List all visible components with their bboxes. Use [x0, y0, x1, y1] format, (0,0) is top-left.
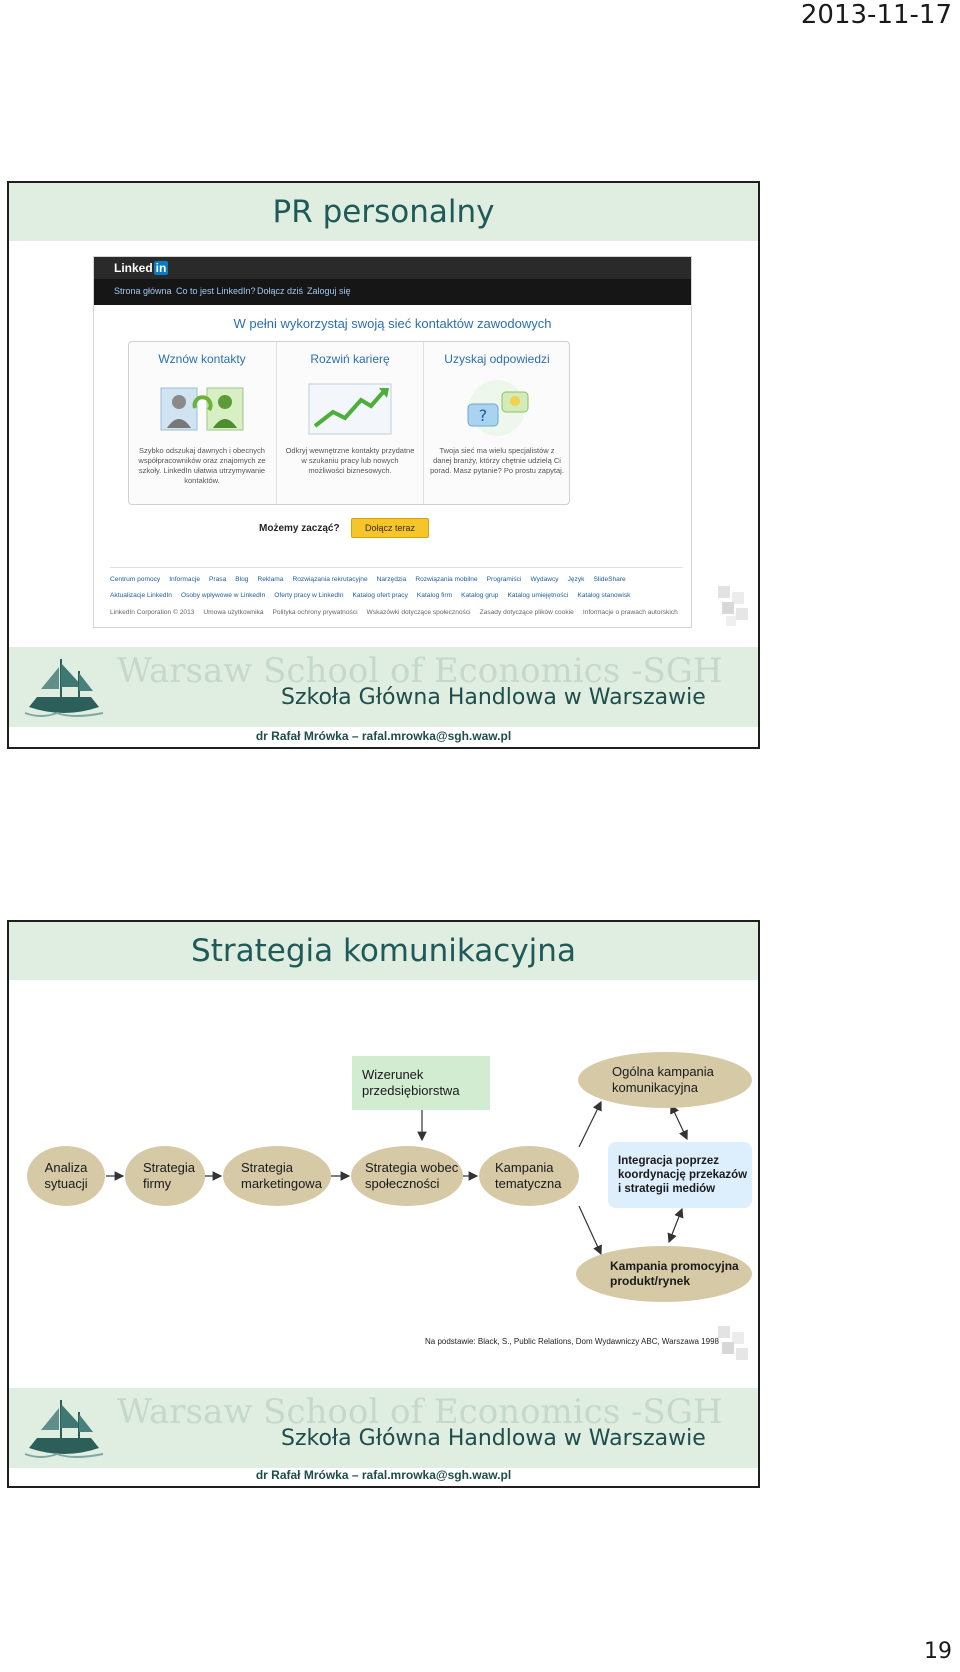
footer-legal-item[interactable]: Polityka ochrony prywatności — [273, 609, 358, 616]
footer-legal-row: LinkedIn Corporation © 2013 Umowa użytkow… — [110, 609, 687, 616]
sgh-ship-logo-icon — [21, 1394, 107, 1464]
footer-link[interactable]: Katalog umiejętności — [507, 592, 568, 599]
footer-legal-item[interactable]: Zasady dotyczące plików cookie — [480, 609, 574, 616]
footer-link[interactable]: SlideShare — [593, 576, 625, 583]
page-number: 19 — [924, 1639, 952, 1664]
linkedin-headline: W pełni wykorzystaj swoją sieć kontaktów… — [94, 316, 691, 331]
footer-link[interactable]: Rozwiązania rekrutacyjne — [292, 576, 367, 583]
footer-legal-item[interactable]: Wskazówki dotyczące społeczności — [367, 609, 471, 616]
sgh-footer-band: Warsaw School of Economics -SGH Szkoła G… — [9, 647, 758, 727]
feature-card-text: Twoja sieć ma wielu specjalistów z danej… — [430, 446, 564, 476]
join-now-button[interactable]: Dołącz teraz — [351, 518, 429, 538]
nav-home-link[interactable]: Strona główna — [114, 286, 172, 296]
node-strategia-marketingowa: Strategia marketingowa — [223, 1146, 331, 1206]
node-wizerunek: Wizerunek przedsiębiorstwa — [352, 1056, 490, 1110]
footer-link[interactable]: Aktualizacje LinkedIn — [110, 592, 172, 599]
decorative-squares-icon — [718, 586, 752, 628]
footer-legal-item[interactable]: LinkedIn Corporation © 2013 — [110, 609, 194, 616]
footer-links-row: Centrum pomocy Informacje Prasa Blog Reklama… — [110, 576, 635, 583]
node-integracja: Integracja poprzez koordynację przekazów… — [608, 1142, 752, 1208]
footer-link[interactable]: Narzędzia — [377, 576, 407, 583]
footer-link[interactable]: Osoby wpływowe w LinkedIn — [181, 592, 265, 599]
node-strategia-firmy: Strategia firmy — [125, 1146, 205, 1206]
nav-login-link[interactable]: Zaloguj się — [307, 286, 351, 296]
footer-links-row: Aktualizacje LinkedIn Osoby wpływowe w Li… — [110, 592, 639, 599]
footer-link[interactable]: Katalog firm — [417, 592, 452, 599]
footer-link[interactable]: Informacje — [169, 576, 200, 583]
nav-about-link[interactable]: Co to jest LinkedIn? — [176, 286, 256, 296]
linkedin-footer: Centrum pomocy Informacje Prasa Blog Reklama… — [110, 567, 683, 624]
footer-link[interactable]: Katalog ofert pracy — [353, 592, 408, 599]
feature-card-text: Odkryj wewnętrzne kontakty przydatne w s… — [283, 446, 417, 476]
footer-link[interactable]: Reklama — [257, 576, 283, 583]
feature-card-reconnect: Wznów kontakty Szybko odszukaj dawnych i… — [129, 342, 275, 504]
growth-chart-icon — [305, 378, 395, 438]
slide-strategia-komunikacyjna: Strategia komunikacyjna Analiza sytuacji… — [7, 920, 760, 1488]
question-bubbles-icon: ? — [452, 378, 542, 438]
node-strategia-spolecznosc: Strategia wobec społeczności — [351, 1146, 463, 1206]
footer-link[interactable]: Wydawcy — [530, 576, 558, 583]
arrow-kampania-to-promocyjna — [579, 1206, 601, 1254]
feature-card-text: Szybko odszukaj dawnych i obecnych współ… — [135, 446, 269, 486]
source-citation: Na podstawie: Black, S., Public Relation… — [425, 1337, 719, 1346]
arrow-kampania-to-ogolna — [579, 1102, 601, 1147]
feature-card-title: Uzyskaj odpowiedzi — [424, 352, 570, 366]
svg-text:?: ? — [479, 406, 488, 425]
decorative-squares-icon — [718, 1326, 752, 1368]
node-kampania-promocyjna: Kampania promocyjna produkt/rynek — [576, 1246, 752, 1302]
people-icon — [157, 378, 247, 438]
arrow-ogolna-integracja — [671, 1105, 687, 1139]
footer-link[interactable]: Język — [568, 576, 585, 583]
school-name-polish: Szkoła Główna Handlowa w Warszawie — [281, 685, 706, 710]
footer-link[interactable]: Programiści — [487, 576, 522, 583]
slide-title: PR personalny — [9, 183, 758, 241]
feature-card-career: Rozwiń karierę Odkryj wewnętrzne kontakt… — [276, 342, 423, 504]
author-contact: dr Rafał Mrówka – rafal.mrowka@sgh.waw.p… — [9, 1468, 758, 1482]
footer-link[interactable]: Katalog stanowisk — [577, 592, 630, 599]
footer-link[interactable]: Katalog grup — [461, 592, 498, 599]
footer-link[interactable]: Centrum pomocy — [110, 576, 160, 583]
feature-card-answers: Uzyskaj odpowiedzi ? Twoja sieć ma wielu… — [423, 342, 570, 504]
node-analiza-sytuacji: Analiza sytuacji — [27, 1146, 105, 1206]
footer-legal-item[interactable]: Umowa użytkownika — [203, 609, 263, 616]
feature-card-title: Wznów kontakty — [129, 352, 275, 366]
footer-legal-item[interactable]: Informacje o prawach autorskich — [583, 609, 678, 616]
feature-card-title: Rozwiń karierę — [277, 352, 423, 366]
footer-link[interactable]: Rozwiązania mobilne — [415, 576, 477, 583]
linkedin-feature-cards: Wznów kontakty Szybko odszukaj dawnych i… — [128, 341, 570, 505]
cta-question: Możemy zacząć? — [259, 523, 340, 534]
sgh-ship-logo-icon — [21, 653, 107, 723]
nav-join-link[interactable]: Dołącz dziś — [257, 286, 303, 296]
arrow-integracja-promocyjna — [669, 1209, 682, 1242]
footer-link[interactable]: Blog — [235, 576, 248, 583]
page-date: 2013-11-17 — [801, 0, 952, 30]
node-kampania-tematyczna: Kampania tematyczna — [479, 1146, 579, 1206]
author-contact: dr Rafał Mrówka – rafal.mrowka@sgh.waw.p… — [9, 729, 758, 743]
sgh-footer-band: Warsaw School of Economics -SGH Szkoła G… — [9, 1388, 758, 1468]
footer-link[interactable]: Prasa — [209, 576, 226, 583]
node-ogolna-kampania: Ogólna kampania komunikacyjna — [578, 1052, 752, 1108]
footer-link[interactable]: Oferty pracy w LinkedIn — [274, 592, 343, 599]
linkedin-nav: Strona główna Co to jest LinkedIn? Dołąc… — [94, 279, 691, 305]
school-name-polish: Szkoła Główna Handlowa w Warszawie — [281, 1426, 706, 1451]
